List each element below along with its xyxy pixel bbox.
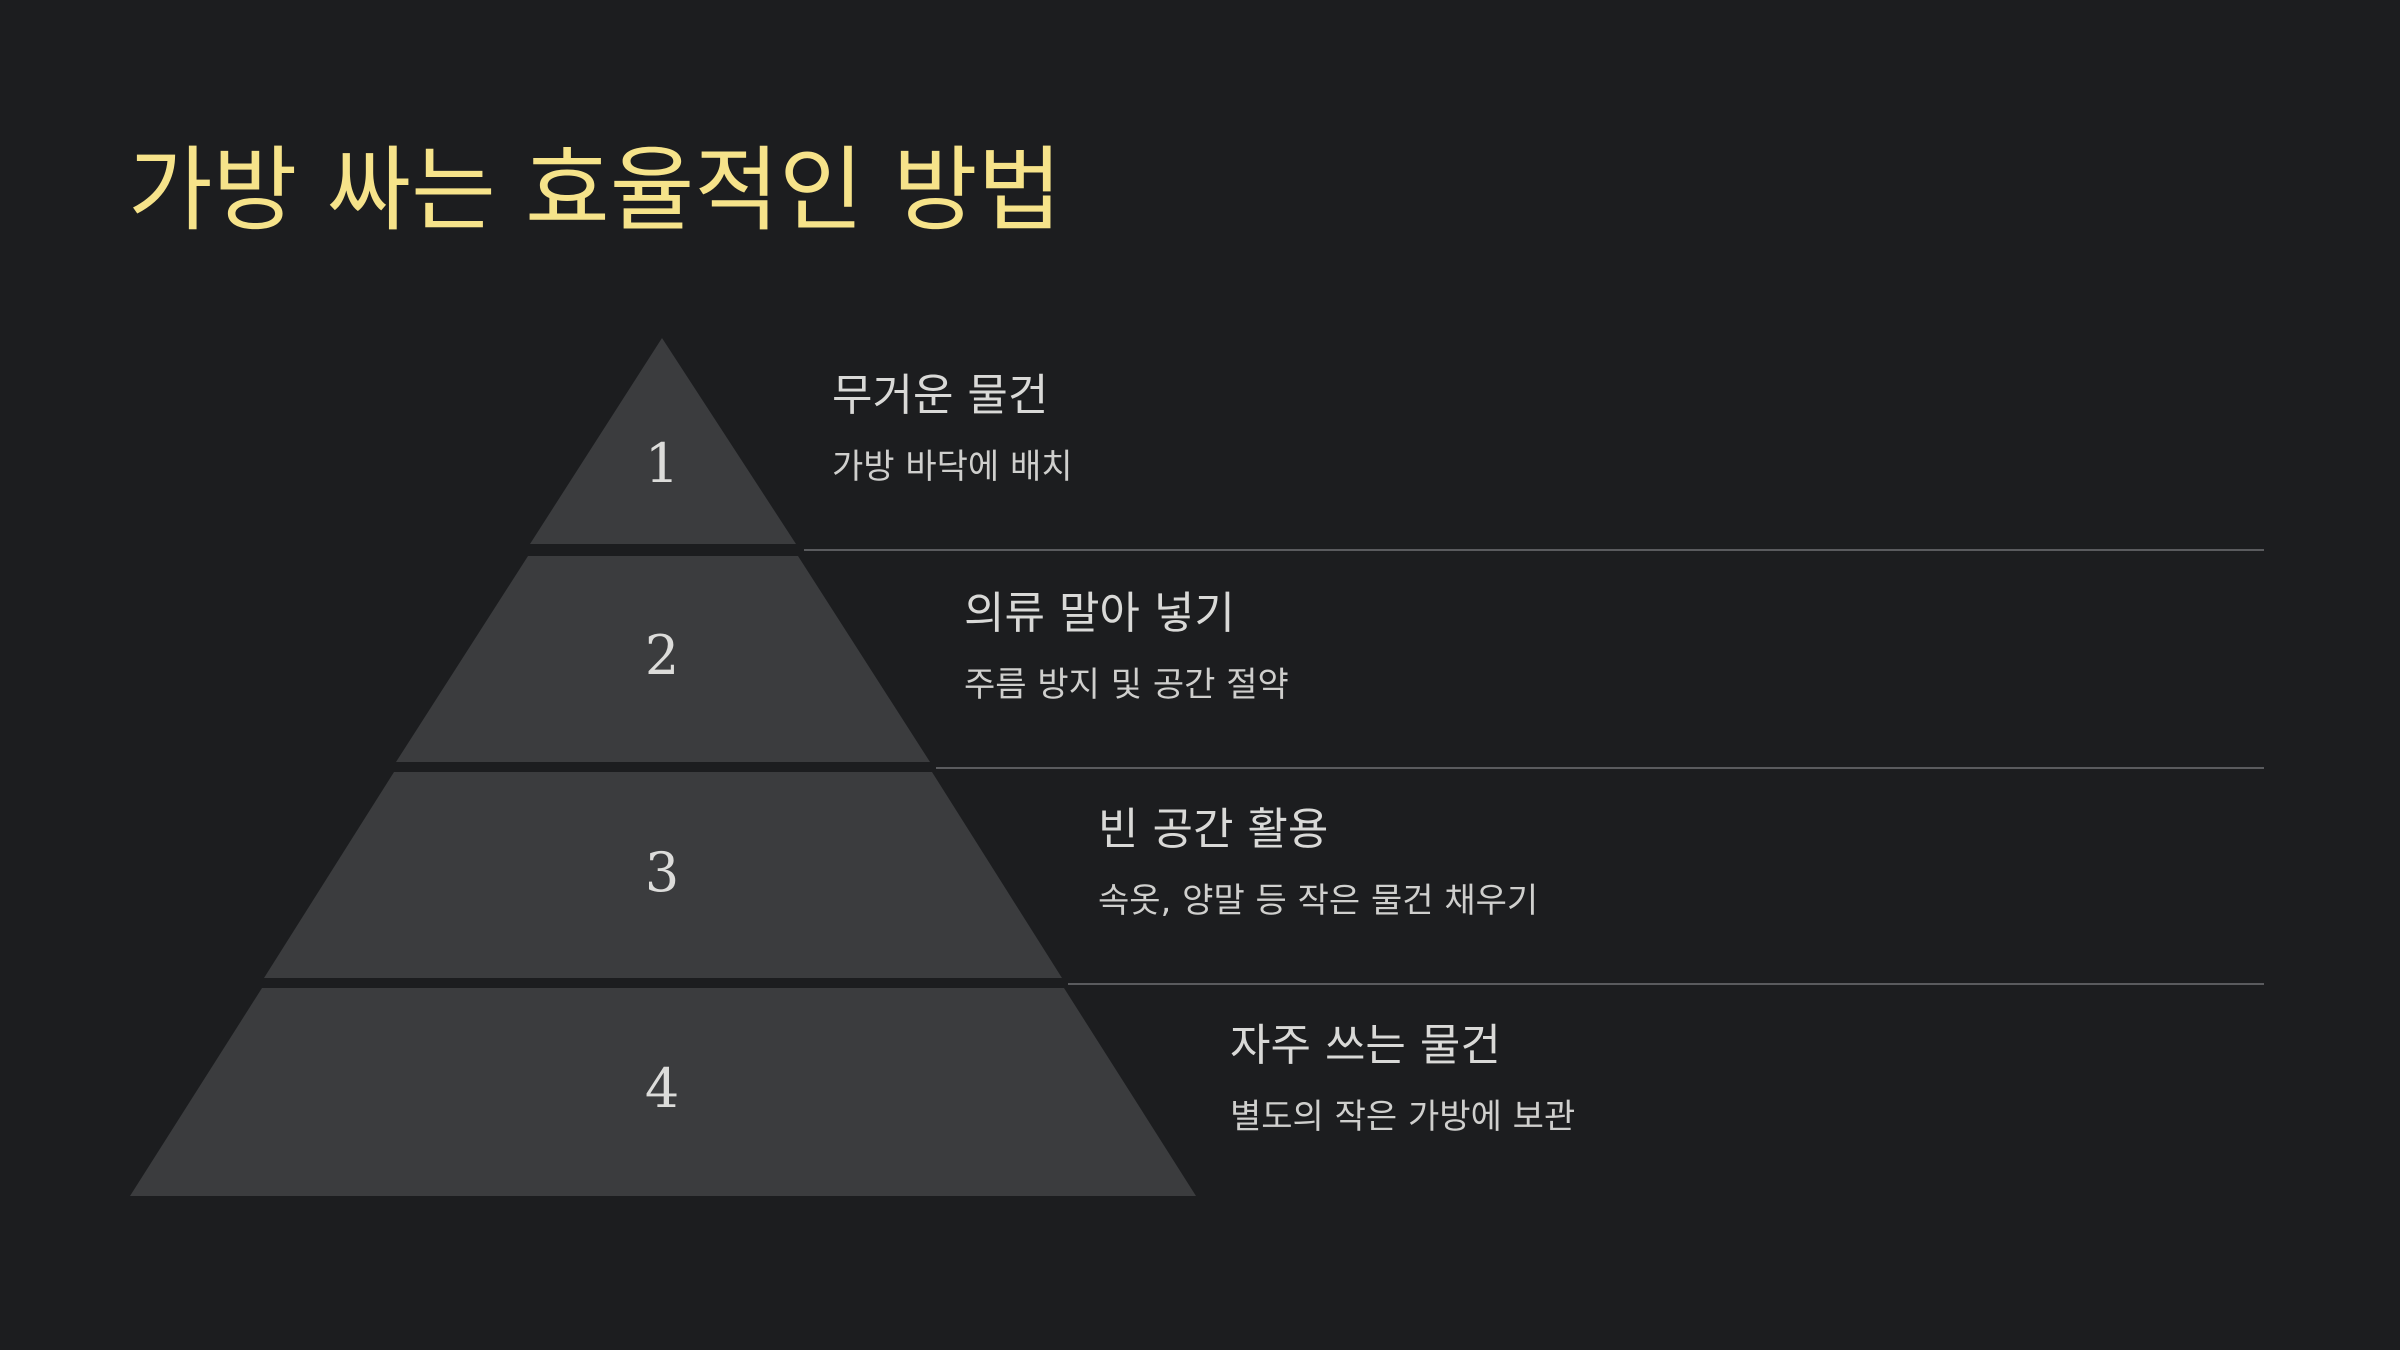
level-2-description: 주름 방지 및 공간 절약: [964, 664, 1289, 705]
level-2-number: 2: [645, 624, 679, 687]
level-3-number: 3: [645, 841, 679, 904]
level-1-heading: 무거운 물건: [832, 370, 1049, 421]
level-2-text: 의류 말아 넣기 주름 방지 및 공간 절약: [964, 588, 1289, 706]
slide-title: 가방 싸는 효율적인 방법: [128, 137, 1063, 244]
level-4-number: 4: [645, 1057, 679, 1120]
level-3-description: 속옷, 양말 등 작은 물건 채우기: [1098, 880, 1539, 921]
pyramid-level-1: [530, 338, 796, 544]
pyramid-level-2: [396, 556, 930, 762]
level-4-description: 별도의 작은 가방에 보관: [1230, 1096, 1576, 1137]
level-4-heading: 자주 쓰는 물건: [1230, 1020, 1501, 1071]
pyramid-level-3: [264, 772, 1062, 978]
level-4-text: 자주 쓰는 물건 별도의 작은 가방에 보관: [1230, 1020, 1575, 1138]
level-2-heading: 의류 말아 넣기: [964, 588, 1235, 639]
level-3-text: 빈 공간 활용 속옷, 양말 등 작은 물건 채우기: [1098, 804, 1538, 922]
pyramid-level-4: [130, 988, 1196, 1196]
level-3-heading: 빈 공간 활용: [1098, 804, 1329, 855]
level-1-description: 가방 바닥에 배치: [832, 446, 1073, 487]
level-1-text: 무거운 물건 가방 바닥에 배치: [832, 370, 1073, 488]
level-1-number: 1: [645, 432, 679, 495]
